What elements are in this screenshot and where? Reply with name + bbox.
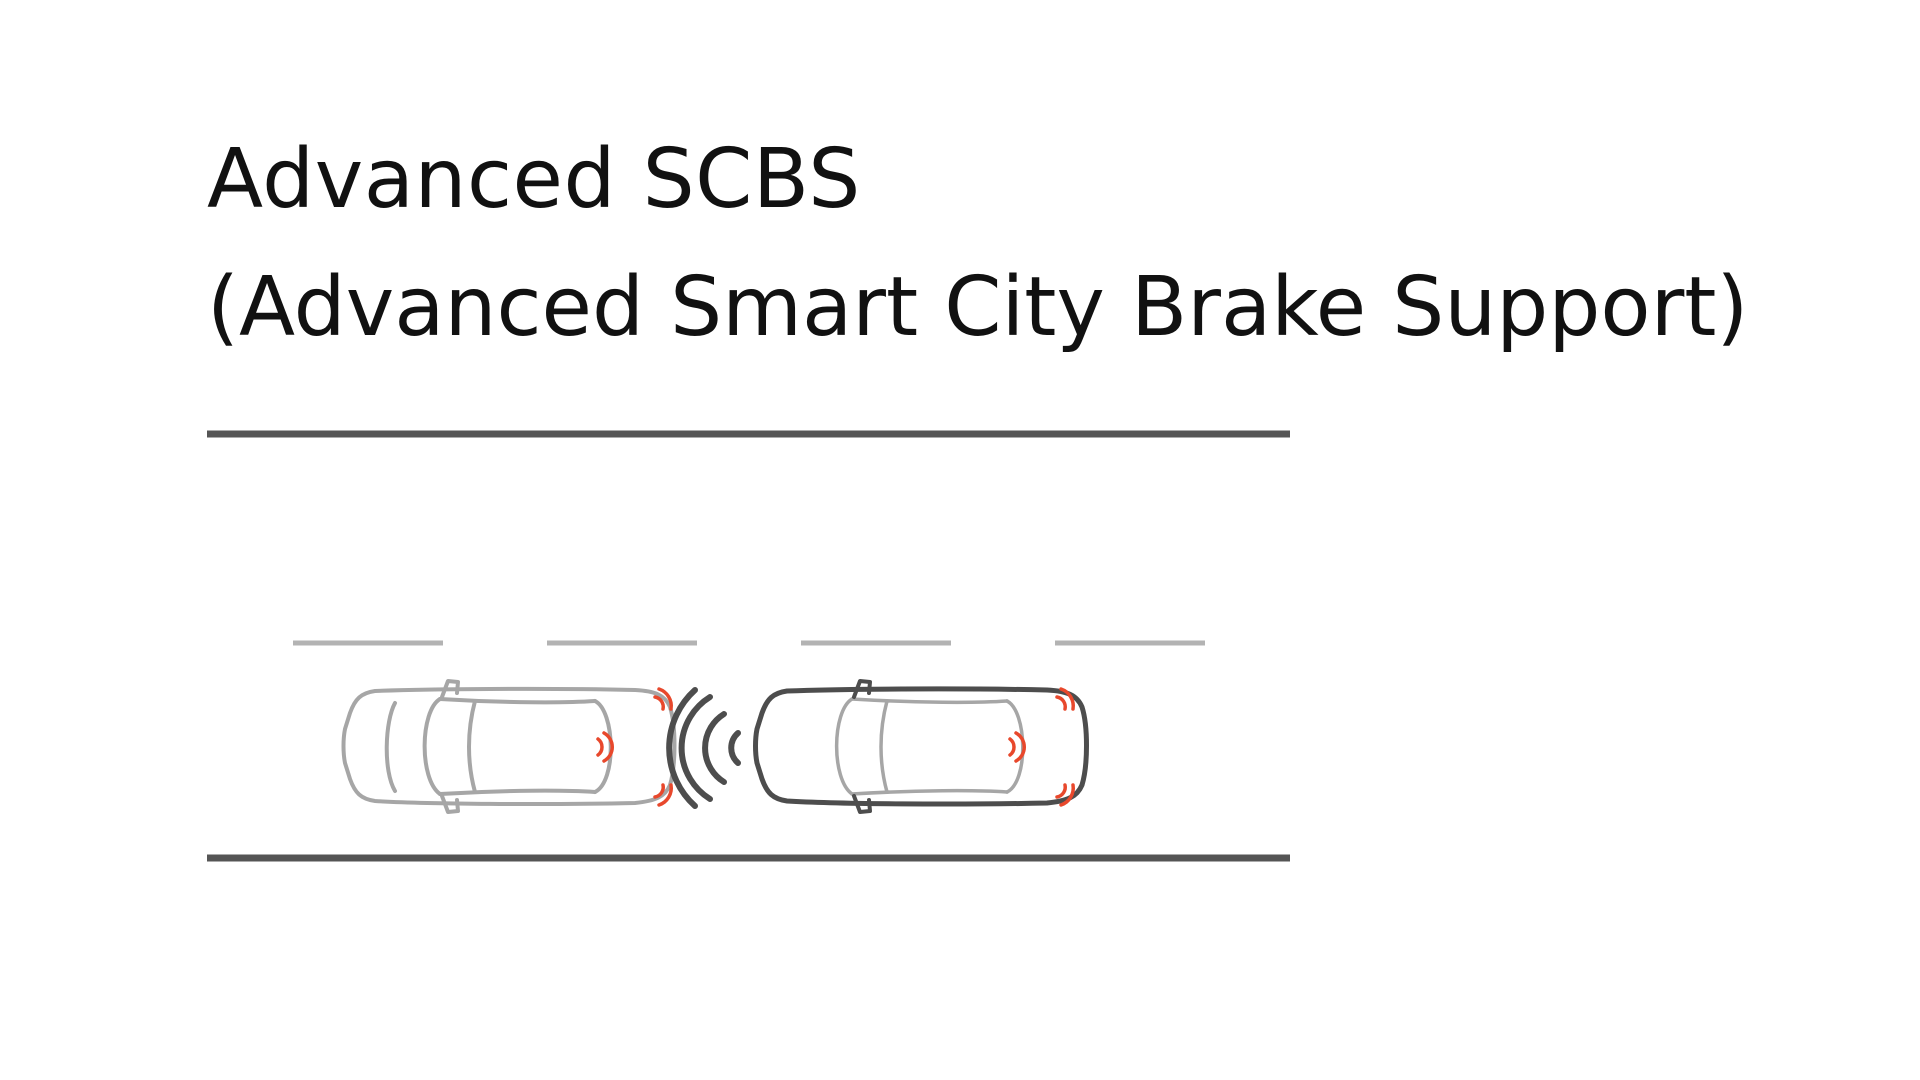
own-brake-lights (596, 687, 673, 807)
sensor-wave-1 (728, 730, 741, 766)
front-brake-lights (1008, 687, 1075, 807)
front-vehicle (753, 679, 1089, 814)
brake-light-flash-icon (1008, 731, 1026, 763)
car-roof (850, 697, 1009, 796)
radar-wave-icon (666, 687, 741, 809)
brake-light-flash-icon (653, 783, 673, 807)
car-pillar (879, 699, 889, 794)
title-line-1: Advanced SCBS (207, 132, 861, 227)
car-top-view-icon (341, 679, 677, 814)
sensor-wave-3 (678, 694, 713, 802)
sensor-wave-2 (702, 711, 727, 785)
car-side-mirror-bottom (852, 794, 872, 814)
brake-light-flash-icon (596, 731, 614, 763)
title-line-2: (Advanced Smart City Brake Support) (207, 260, 1749, 355)
car-body-outline (341, 686, 677, 807)
car-side-mirror-bottom (440, 794, 460, 814)
own-vehicle (341, 679, 677, 814)
brake-light-flash-icon (1055, 687, 1075, 711)
car-side-mirror-top (440, 679, 460, 699)
car-windshield (422, 697, 442, 796)
car-front-detail (384, 701, 397, 793)
sensor-wave-4 (666, 687, 698, 809)
brake-light-flash-icon (653, 687, 673, 711)
car-roof (438, 697, 597, 796)
car-windshield (834, 697, 854, 796)
car-pillar (467, 699, 477, 794)
car-side-mirror-top (852, 679, 872, 699)
brake-light-flash-icon (1055, 783, 1075, 807)
car-body-outline (753, 686, 1089, 807)
car-top-view-icon (753, 679, 1089, 814)
